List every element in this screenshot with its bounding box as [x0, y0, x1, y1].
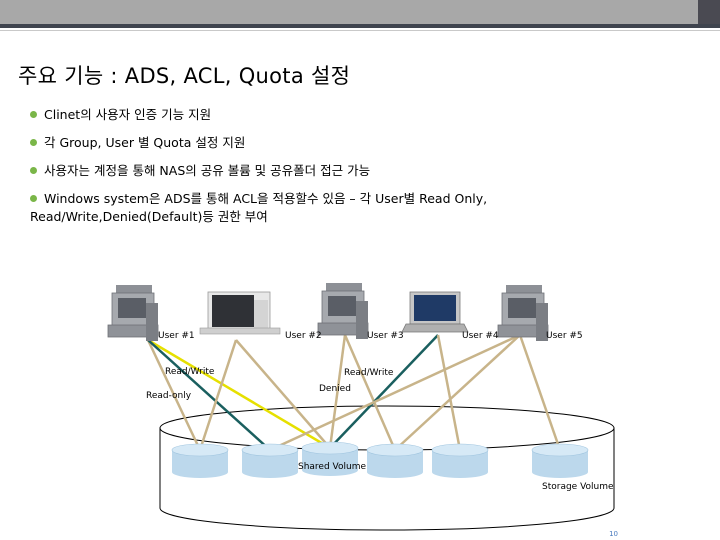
disk-icon [531, 443, 589, 478]
bullet-dot-icon [30, 195, 37, 202]
bullet-dot-icon [30, 167, 37, 174]
permission-label: Read/Write [344, 368, 394, 378]
permission-label: Read-only [146, 391, 192, 401]
disk-icon [241, 443, 299, 478]
connection-lines [146, 333, 562, 452]
bullet-list: Clinet의 사용자 인증 기능 지원 각 Group, User 별 Quo… [30, 106, 590, 236]
bullet-text: Windows system은 ADS를 통해 ACL을 적용할수 있음 – 각… [30, 191, 488, 224]
disk-icon [171, 443, 229, 478]
bullet-item: Windows system은 ADS를 통해 ACL을 적용할수 있음 – 각… [30, 190, 590, 226]
bullet-item: 각 Group, User 별 Quota 설정 지원 [30, 134, 590, 152]
workstation-icon [317, 283, 369, 339]
user-label: User #2 [285, 331, 322, 341]
title-rule-thin [0, 30, 720, 31]
storage-volume-label: Storage Volume [542, 482, 614, 492]
user-label: User #4 [462, 331, 499, 341]
top-banner-corner [698, 0, 720, 24]
disk-icon [366, 443, 424, 478]
workstation-icon [497, 285, 549, 341]
bullet-text: Clinet의 사용자 인증 기능 지원 [44, 107, 212, 122]
imac-icon [199, 291, 281, 335]
laptop-icon [401, 291, 469, 333]
user-label: User #3 [367, 331, 404, 341]
permission-label: Denied [319, 384, 351, 394]
permission-label: Read/Write [165, 367, 215, 377]
bullet-text: 각 Group, User 별 Quota 설정 지원 [44, 135, 246, 150]
disk-icon [301, 441, 359, 476]
bullet-dot-icon [30, 139, 37, 146]
disk-group [171, 441, 589, 478]
workstation-icon [107, 285, 159, 341]
shared-volume-label: Shared Volume [298, 462, 366, 472]
top-banner [0, 0, 698, 24]
user-label: User #5 [546, 331, 583, 341]
bullet-item: 사용자는 계정을 통해 NAS의 공유 볼륨 및 공유폴더 접근 가능 [30, 162, 590, 180]
bullet-item: Clinet의 사용자 인증 기능 지원 [30, 106, 590, 124]
page-number: 10 [609, 530, 618, 538]
bullet-text: 사용자는 계정을 통해 NAS의 공유 볼륨 및 공유폴더 접근 가능 [44, 163, 371, 178]
title-rule [0, 24, 720, 28]
bullet-dot-icon [30, 111, 37, 118]
user-label: User #1 [158, 331, 195, 341]
slide-title: 주요 기능 : ADS, ACL, Quota 설정 [18, 64, 351, 88]
disk-icon [431, 443, 489, 478]
